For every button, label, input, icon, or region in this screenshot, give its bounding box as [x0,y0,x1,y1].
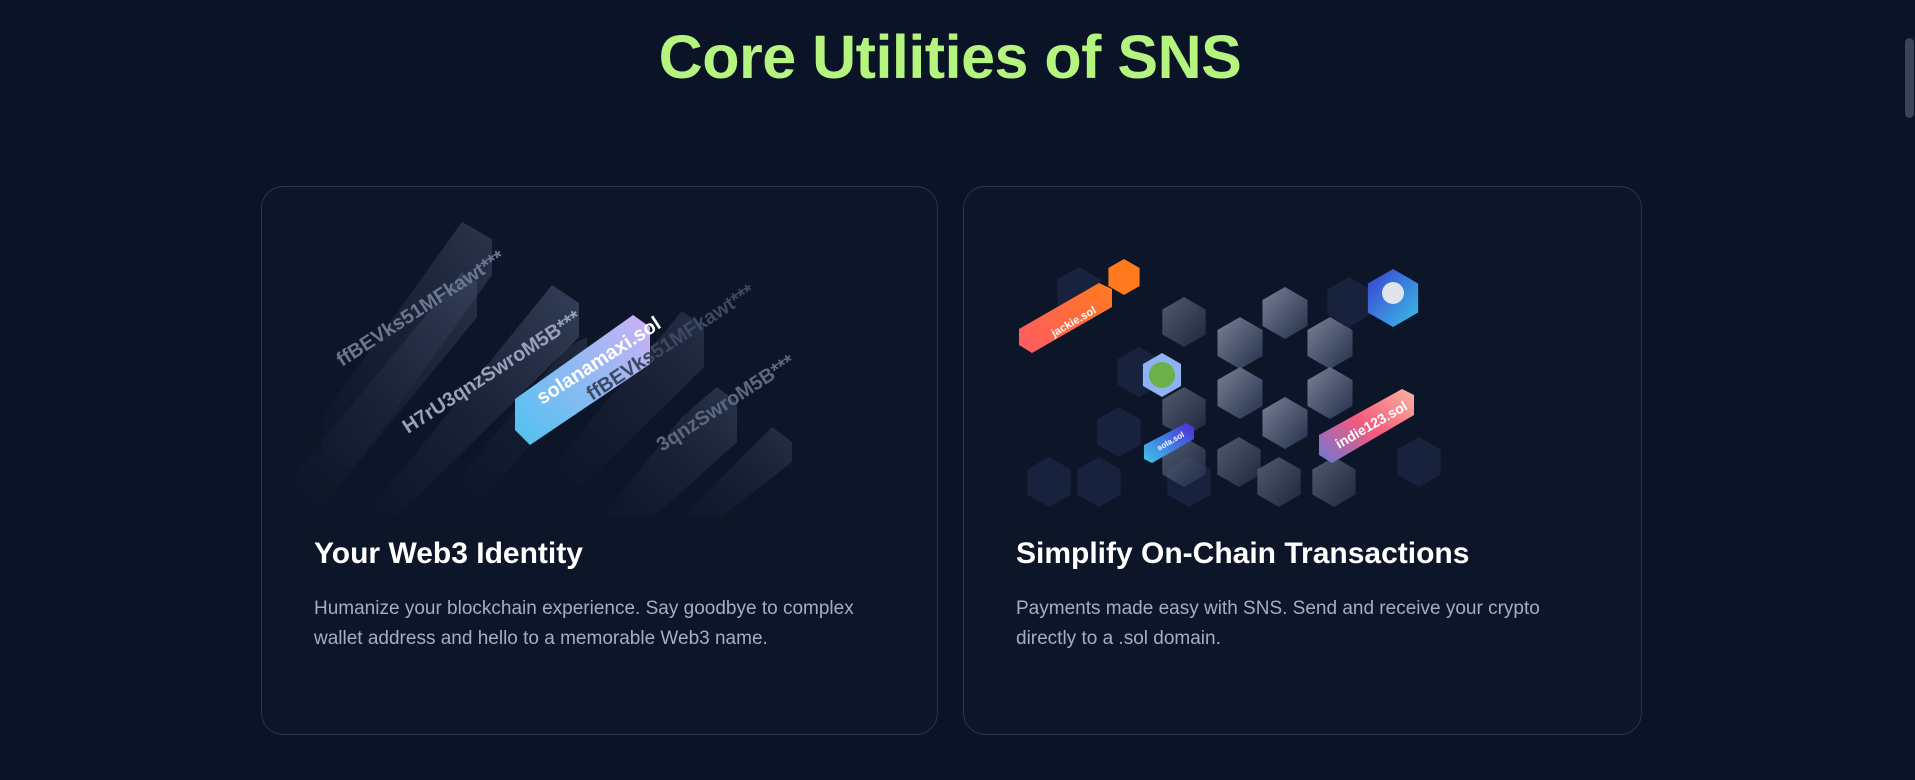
scrollbar[interactable] [1903,0,1915,780]
address-bars-illustration: ffBEVks51MFkawt*** H7rU3qnzSwroM5B*** ff… [292,222,799,517]
feature-card-transactions: jackie.sol sola.sol indie123.sol Simplif… [963,186,1642,735]
card-title: Your Web3 Identity [314,537,583,570]
page-title: Core Utilities of SNS [658,23,1242,91]
card-title: Simplify On-Chain Transactions [1016,537,1470,570]
card-description: Payments made easy with SNS. Send and re… [1016,598,1540,649]
feature-card-web3-identity: ffBEVks51MFkawt*** H7rU3qnzSwroM5B*** ff… [261,186,938,735]
card-description: Humanize your blockchain experience. Say… [314,598,854,649]
hex-network-illustration: jackie.sol sola.sol indie123.sol [1019,259,1441,507]
scrollbar-thumb[interactable] [1905,38,1914,118]
